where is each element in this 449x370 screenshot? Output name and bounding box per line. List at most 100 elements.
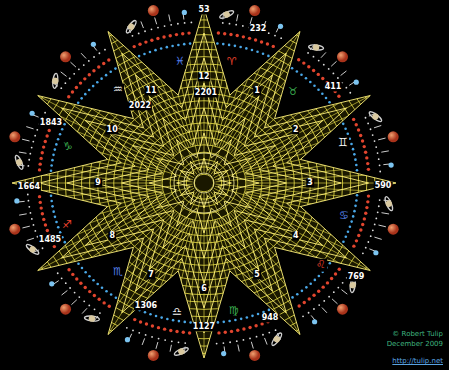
orbit-tick (27, 238, 34, 240)
orbit-dot (375, 217, 377, 219)
orbit-dot (243, 339, 245, 341)
lattice-spoke (227, 29, 314, 151)
orbit-dot (39, 206, 42, 209)
orbit-dot (337, 77, 339, 79)
orbit-dot (365, 247, 367, 249)
orbit-dot (354, 205, 357, 208)
year-number: 948 (261, 313, 280, 322)
orbit-dot (359, 228, 362, 231)
year-number: 1127 (192, 322, 216, 331)
orbit-tick (331, 61, 336, 66)
orbit-tick (341, 290, 347, 295)
orbit-tick (81, 53, 86, 58)
orbit-dot (154, 49, 157, 52)
zodiac-sign: ♏ (112, 266, 124, 279)
orbit-tick (155, 18, 157, 25)
lattice-spoke (35, 204, 169, 283)
orbit-dot (266, 42, 269, 45)
orbit-dot (57, 138, 60, 141)
orbit-dot (365, 206, 368, 209)
star-outline (12, 8, 396, 358)
orbit-dot (42, 145, 45, 148)
orbit-dot (352, 244, 355, 247)
star-outline (39, 33, 368, 333)
orbit-dot (223, 32, 226, 35)
orbit-dot (84, 271, 87, 274)
orbit-dot (97, 65, 100, 68)
orbit-dot (370, 235, 372, 237)
orbit-dot (79, 81, 82, 84)
orbit-dot (74, 292, 76, 294)
orbit-dot (242, 327, 245, 330)
orbit-dot (27, 165, 29, 167)
sector-number: 11 (144, 87, 157, 96)
orbit-dot (178, 341, 180, 343)
orbit-dot (63, 241, 66, 244)
orbit-dot (69, 78, 71, 80)
orbit-dot (45, 134, 48, 137)
orbit-dot (138, 43, 141, 46)
orbit-dot (177, 44, 180, 47)
orbit-dot (109, 70, 112, 73)
sector-number: 6 (200, 284, 208, 293)
orbit-dot (337, 287, 339, 289)
orbit-dot (150, 38, 153, 41)
orbit-tick (61, 72, 67, 77)
orbit-dot (28, 200, 30, 202)
year-number: 769 (347, 272, 366, 281)
orbit-dot (229, 341, 231, 343)
orbit-dot (242, 35, 245, 38)
orbit-dot (59, 133, 62, 136)
orbit-dot (133, 45, 136, 48)
orbit-dot (132, 330, 134, 332)
orbit-dot (248, 37, 251, 40)
orbit-dot (249, 338, 251, 340)
orbit-dot (105, 290, 108, 293)
orbit-dot (181, 32, 184, 35)
lattice-spoke (245, 193, 399, 231)
orbit-tick (322, 308, 327, 313)
orbit-dot (262, 334, 264, 336)
orbit-dot (169, 34, 172, 37)
year-number: 1843 (39, 118, 63, 127)
lattice-spoke (206, 221, 214, 366)
lattice-spoke (94, 215, 181, 337)
orbit-dot (228, 44, 231, 47)
orbit-dot (164, 339, 166, 341)
orbit-tick (22, 226, 29, 228)
orbit-dot (77, 101, 80, 104)
year-number: 1664 (17, 182, 41, 191)
zodiac-sign: ♉ (287, 86, 299, 99)
orbit-dot (350, 220, 353, 223)
orbit-dot (133, 318, 136, 321)
orbit-dot (29, 153, 31, 155)
orbit-dot (280, 37, 282, 39)
orbit-dot (217, 31, 220, 34)
lattice-spoke (243, 108, 389, 167)
zodiac-sign: ♐ (61, 219, 73, 232)
orbit-dot (83, 64, 85, 66)
star-outline (67, 58, 341, 308)
orbit-dot (187, 31, 190, 34)
orbit-dot (367, 168, 370, 171)
orbit-dot (374, 140, 376, 142)
orbit-dot (349, 92, 351, 94)
orbit-dot (57, 272, 59, 274)
star-outline (177, 158, 232, 208)
orbit-dot (318, 304, 320, 306)
orbit-dot (297, 304, 300, 307)
orbit-dot (312, 69, 315, 72)
orbit-dot (33, 224, 35, 226)
orbit-dot (362, 252, 364, 254)
orbit-dot (251, 315, 254, 318)
orbit-tick (341, 71, 347, 76)
orbit-dot (149, 313, 152, 316)
saturn-symbol (13, 154, 25, 170)
orbit-dot (78, 68, 80, 70)
orbit-dot (321, 92, 324, 95)
orbit-tick (378, 138, 385, 140)
center-circle (194, 173, 214, 193)
orbit-dot (342, 282, 344, 284)
orbit-dot (50, 169, 53, 172)
sector-number: 5 (253, 270, 261, 279)
